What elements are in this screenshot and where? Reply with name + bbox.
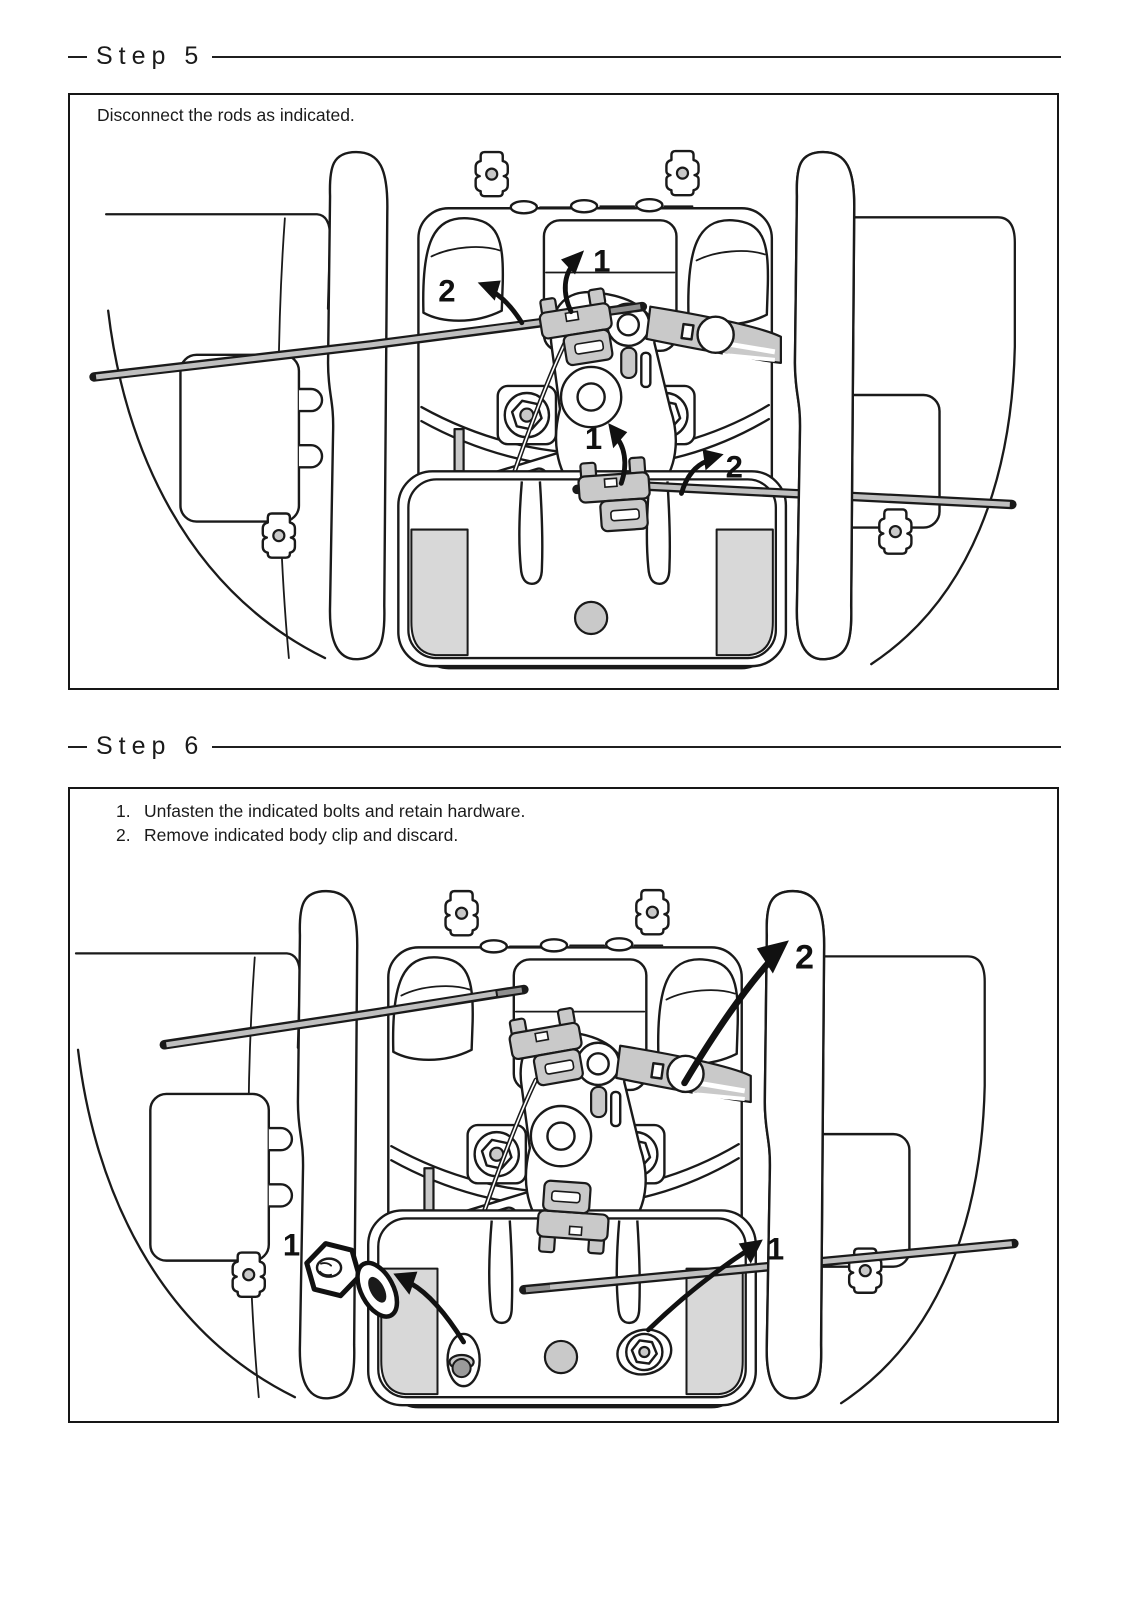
- instruction-number: 1.: [116, 801, 131, 821]
- loose-rod-upper: [159, 984, 529, 1050]
- header-tick: [68, 745, 87, 748]
- callout-bolt: 1: [645, 1232, 784, 1333]
- step5-header: Step 5: [68, 42, 1061, 71]
- header-rule: [212, 55, 1061, 58]
- instruction-item: 2. Remove indicated body clip and discar…: [116, 825, 525, 846]
- callout-label: 2: [726, 449, 743, 484]
- step6-title: Step 6: [96, 732, 205, 760]
- frame-rail-right-over: [793, 150, 856, 661]
- callout-label: 1: [283, 1228, 300, 1263]
- step6-panel: 1. Unfasten the indicated bolts and reta…: [68, 787, 1059, 1423]
- callout-label: 1: [585, 421, 602, 456]
- step5-panel: Disconnect the rods as indicated.: [68, 93, 1059, 690]
- washer: [355, 1260, 400, 1319]
- callout-lower-rod: 2: [679, 449, 743, 496]
- scene-core-instance: [76, 890, 985, 1407]
- scene-core-instance: [106, 151, 1015, 668]
- step6-diagram: 2 1 1: [70, 789, 1019, 1421]
- step5-caption: Disconnect the rods as indicated.: [97, 105, 355, 125]
- instruction-item: 1. Unfasten the indicated bolts and reta…: [116, 801, 525, 822]
- step6-instructions: 1. Unfasten the indicated bolts and reta…: [116, 798, 525, 849]
- step5-diagram: 1 2 1 2: [89, 95, 1057, 688]
- header-rule: [212, 745, 1061, 748]
- callout-label: 2: [795, 938, 814, 976]
- step6-header: Step 6: [68, 732, 1061, 761]
- header-tick: [68, 55, 87, 58]
- callout-upper-rod: 2: [438, 274, 525, 326]
- callout-body-clip: 2: [681, 938, 814, 1087]
- callout-label: 1: [593, 244, 610, 279]
- stud-slot: [446, 1332, 481, 1388]
- instruction-text: Unfasten the indicated bolts and retain …: [144, 801, 526, 821]
- callout-nut: 1: [283, 1228, 467, 1345]
- callout-upper-clip: 1: [560, 244, 610, 315]
- instruction-number: 2.: [116, 825, 131, 845]
- callout-label: 2: [438, 274, 455, 309]
- callout-lower-clip: 1: [585, 421, 628, 486]
- callout-label: 1: [767, 1232, 784, 1267]
- flange-nut: [304, 1241, 362, 1299]
- instruction-text: Remove indicated body clip and discard.: [144, 825, 459, 845]
- step5-title: Step 5: [96, 42, 205, 70]
